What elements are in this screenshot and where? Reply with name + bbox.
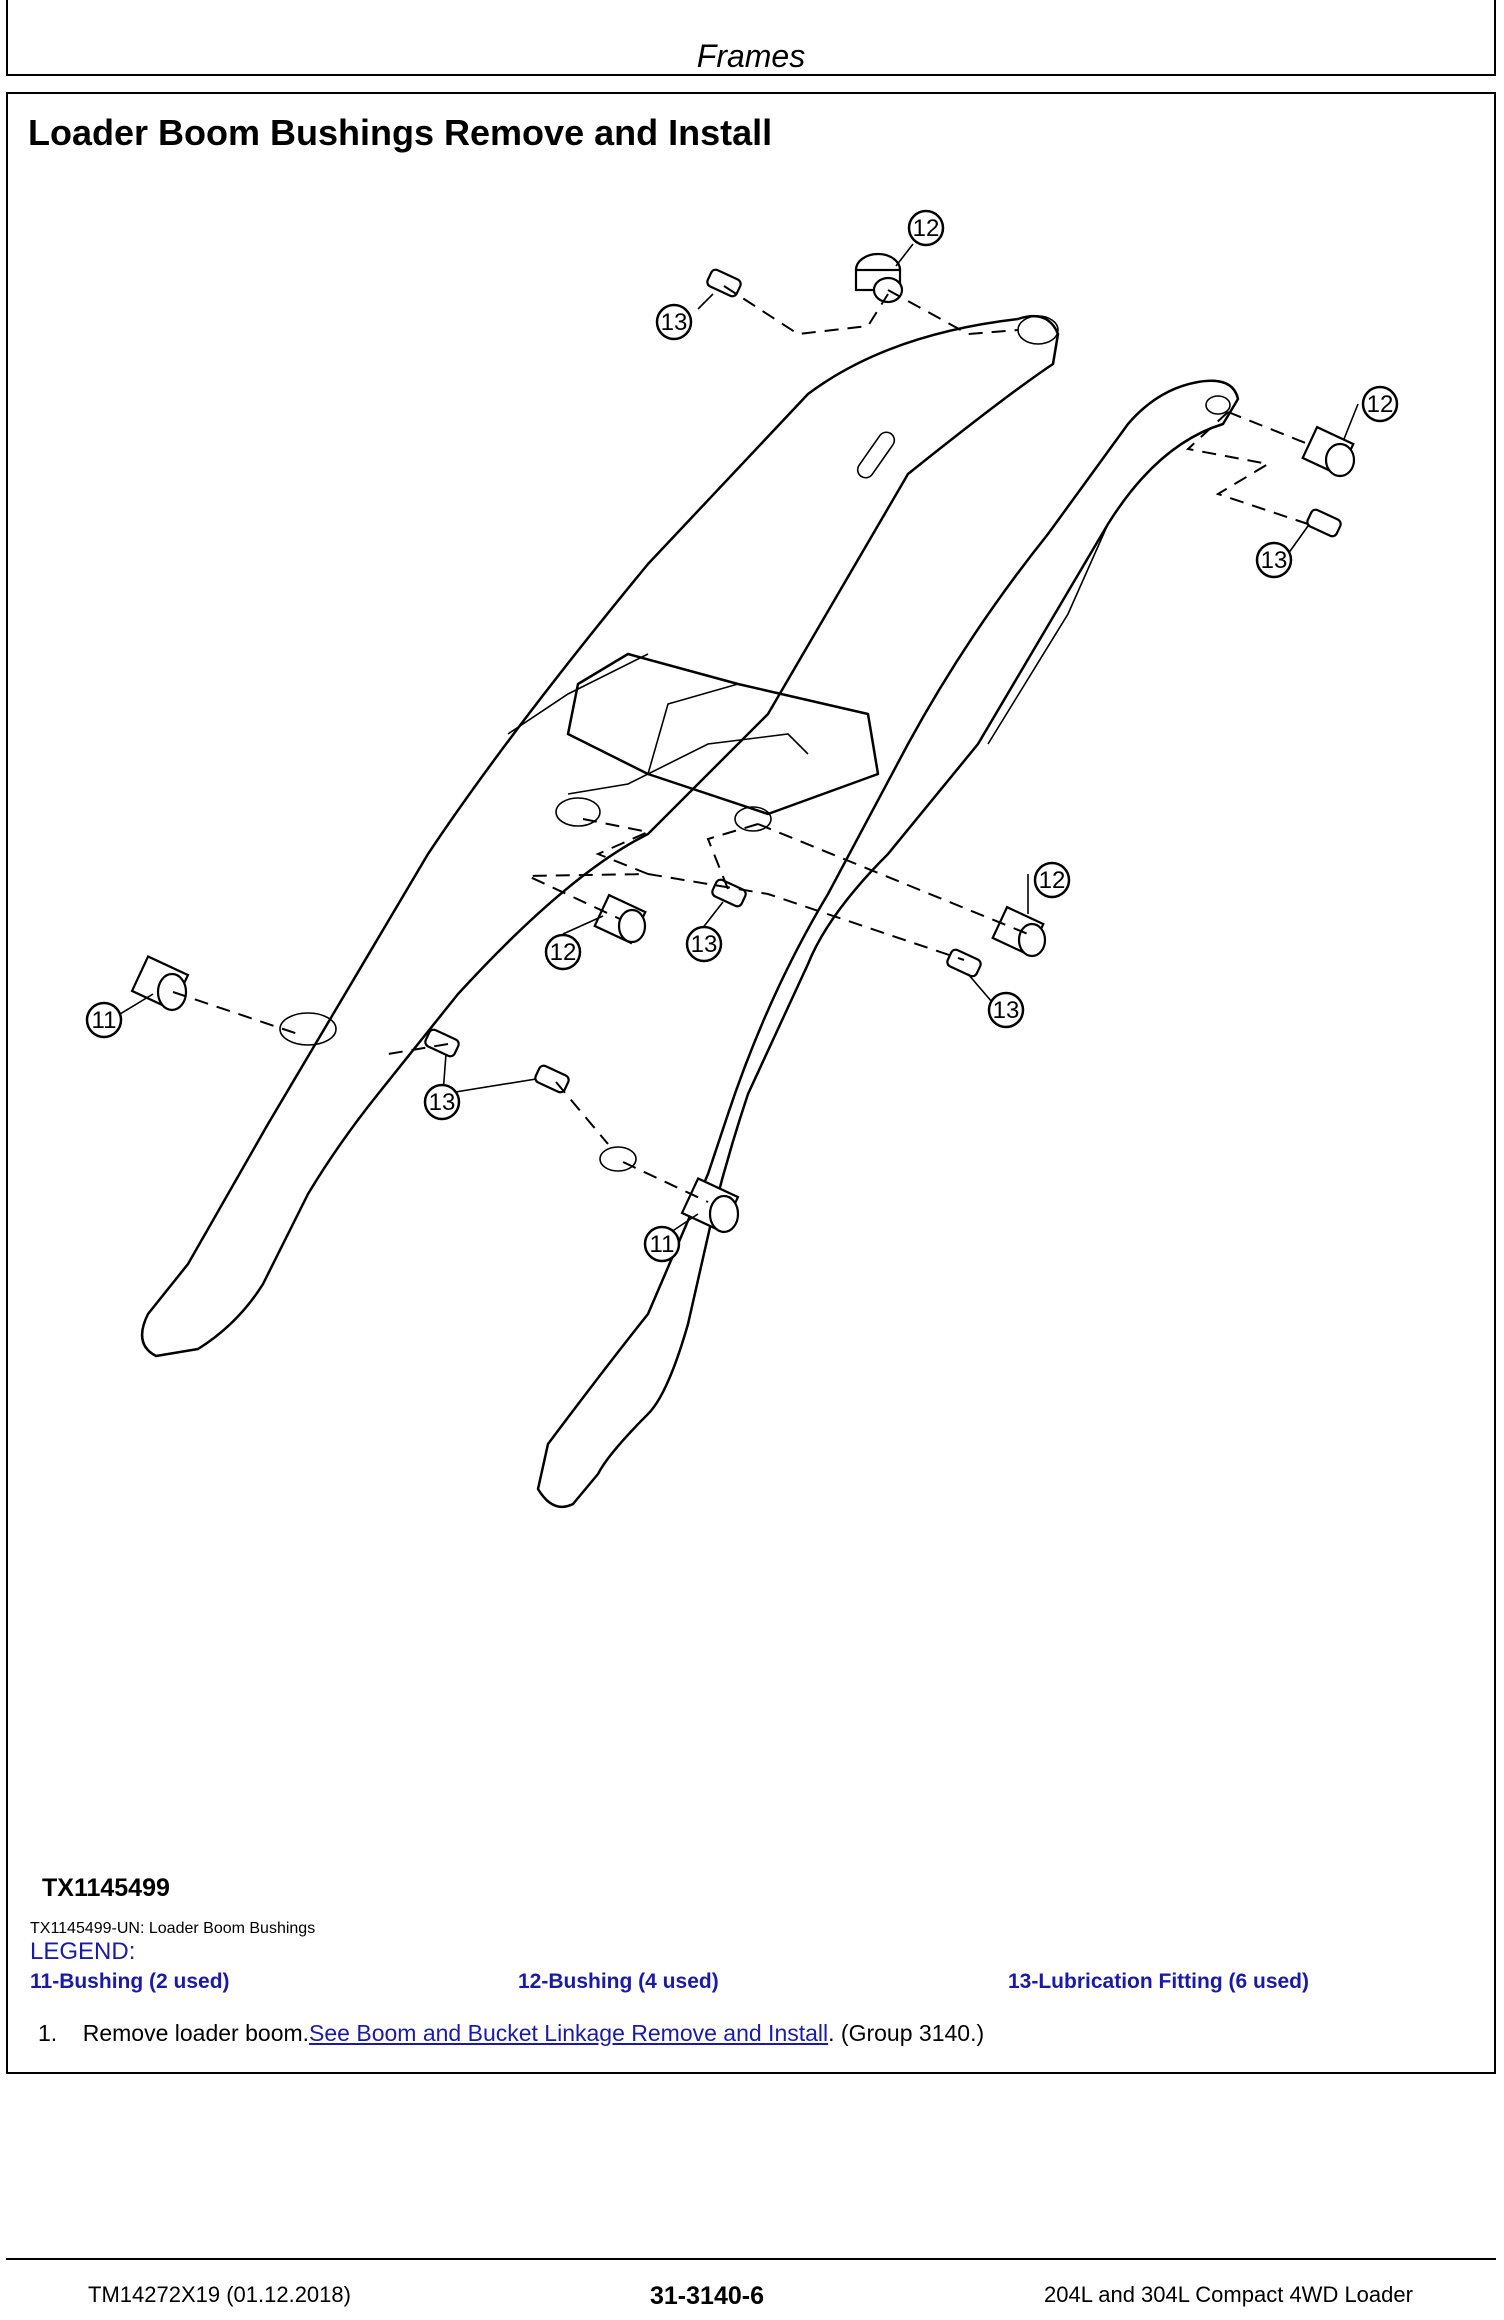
svg-text:11: 11: [650, 1231, 675, 1258]
svg-text:13: 13: [691, 931, 718, 958]
fitting-13-right: [1306, 508, 1342, 538]
callout-13-top: 13: [655, 303, 693, 341]
fitting-13-lower-2: [534, 1064, 570, 1094]
callout-13-lower: 13: [423, 1083, 461, 1121]
figure-id: TX1145499: [42, 1874, 170, 1902]
procedure-step-1: 1. Remove loader boom.See Boom and Bucke…: [38, 2020, 984, 2047]
bushing-12-middle-right: [991, 905, 1047, 958]
page-header: Frames: [6, 0, 1496, 76]
bushing-12-middle-left: [593, 893, 647, 945]
chapter-title: Frames: [696, 38, 806, 74]
bushing-12-right: [1301, 425, 1356, 478]
svg-text:13: 13: [993, 997, 1020, 1024]
bushing-11-left: [130, 955, 190, 1012]
callout-12-middle-left: 12: [544, 933, 582, 971]
fitting-13-middle-right: [946, 948, 982, 978]
step-text: Remove loader boom.: [82, 2020, 310, 2046]
left-boom-arm: [140, 314, 1060, 1358]
footer-product: 204L and 304L Compact 4WD Loader: [1044, 2282, 1413, 2307]
fitting-13-middle: [711, 878, 747, 908]
fitting-13-lower-1: [424, 1028, 460, 1058]
procedure-section: Loader Boom Bushings Remove and Install: [6, 92, 1496, 2074]
svg-text:12: 12: [1039, 867, 1066, 894]
fitting-13-top: [706, 268, 742, 298]
callout-13-middle-right: 13: [987, 991, 1025, 1029]
bushing-12-top: [854, 252, 904, 304]
bushing-11-bottom: [680, 1177, 740, 1234]
step-number: 1.: [38, 2020, 58, 2046]
svg-text:13: 13: [429, 1089, 456, 1116]
legend-title: LEGEND:: [30, 1938, 136, 1965]
callout-12-top: 12: [907, 209, 945, 247]
step-text-after: . (Group 3140.): [828, 2020, 985, 2046]
svg-text:13: 13: [1261, 547, 1288, 574]
svg-text:12: 12: [913, 215, 940, 242]
section-title: Loader Boom Bushings Remove and Install: [28, 112, 773, 153]
callout-13-middle: 13: [685, 925, 723, 963]
callout-11-left: 11: [85, 1001, 123, 1039]
svg-text:12: 12: [1367, 391, 1394, 418]
cross-tube: [566, 652, 880, 816]
legend-item-12: 12-Bushing (4 used): [518, 1970, 719, 1993]
svg-text:11: 11: [92, 1007, 117, 1034]
legend-item-11: 11-Bushing (2 used): [30, 1970, 230, 1993]
right-boom-arm: [536, 379, 1240, 1509]
footer-page-number: 31-3140-6: [650, 2282, 764, 2310]
boom-slot: [856, 431, 896, 479]
boom-linkage-link[interactable]: See Boom and Bucket Linkage Remove and I…: [309, 2020, 829, 2046]
svg-text:13: 13: [661, 309, 688, 336]
legend-item-13: 13-Lubrication Fitting (6 used): [1008, 1970, 1310, 1993]
footer-manual-id: TM14272X19 (01.12.2018): [88, 2282, 351, 2307]
callout-13-right: 13: [1255, 541, 1293, 579]
loader-boom-illustration: 12 13 12 13 12 13 12 13 11 13 11: [85, 209, 1399, 1509]
callout-11-bottom: 11: [643, 1225, 681, 1263]
callout-12-right: 12: [1361, 385, 1399, 423]
figure-caption: TX1145499-UN: Loader Boom Bushings: [30, 1920, 316, 1937]
svg-text:12: 12: [550, 939, 577, 966]
callout-12-middle-right: 12: [1033, 861, 1071, 899]
footer-rule: [6, 2258, 1496, 2260]
